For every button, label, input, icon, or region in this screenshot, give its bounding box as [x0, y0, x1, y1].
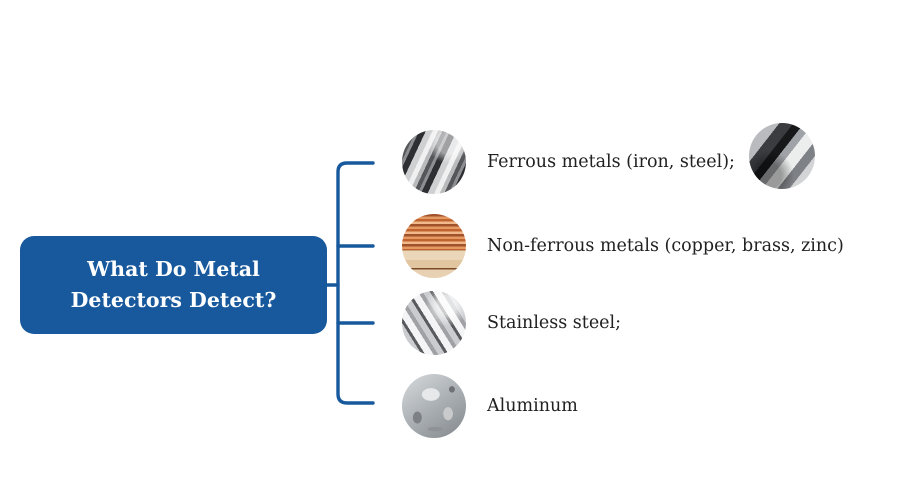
aluminum-ingots-photo: [402, 374, 466, 438]
root-topic-title-line2: Detectors Detect?: [70, 288, 277, 312]
branch-label-non-ferrous-metals: Non-ferrous metals (copper, brass, zinc): [487, 236, 844, 256]
branch-label-aluminum: Aluminum: [487, 396, 578, 416]
copper-coil-photo: [402, 214, 466, 278]
stainless-steel-rods-photo: [402, 291, 466, 355]
branch-label-ferrous-metals: Ferrous metals (iron, steel);: [487, 152, 735, 172]
ferrous-metals-photo: [402, 130, 466, 194]
branch-label-stainless-steel: Stainless steel;: [487, 313, 622, 333]
root-topic-title-line1: What Do Metal: [87, 257, 260, 281]
steel-hex-bars-photo: [749, 123, 815, 189]
root-topic-node: What Do Metal Detectors Detect?: [20, 236, 327, 334]
connector-bracket-outline: [336, 161, 375, 405]
